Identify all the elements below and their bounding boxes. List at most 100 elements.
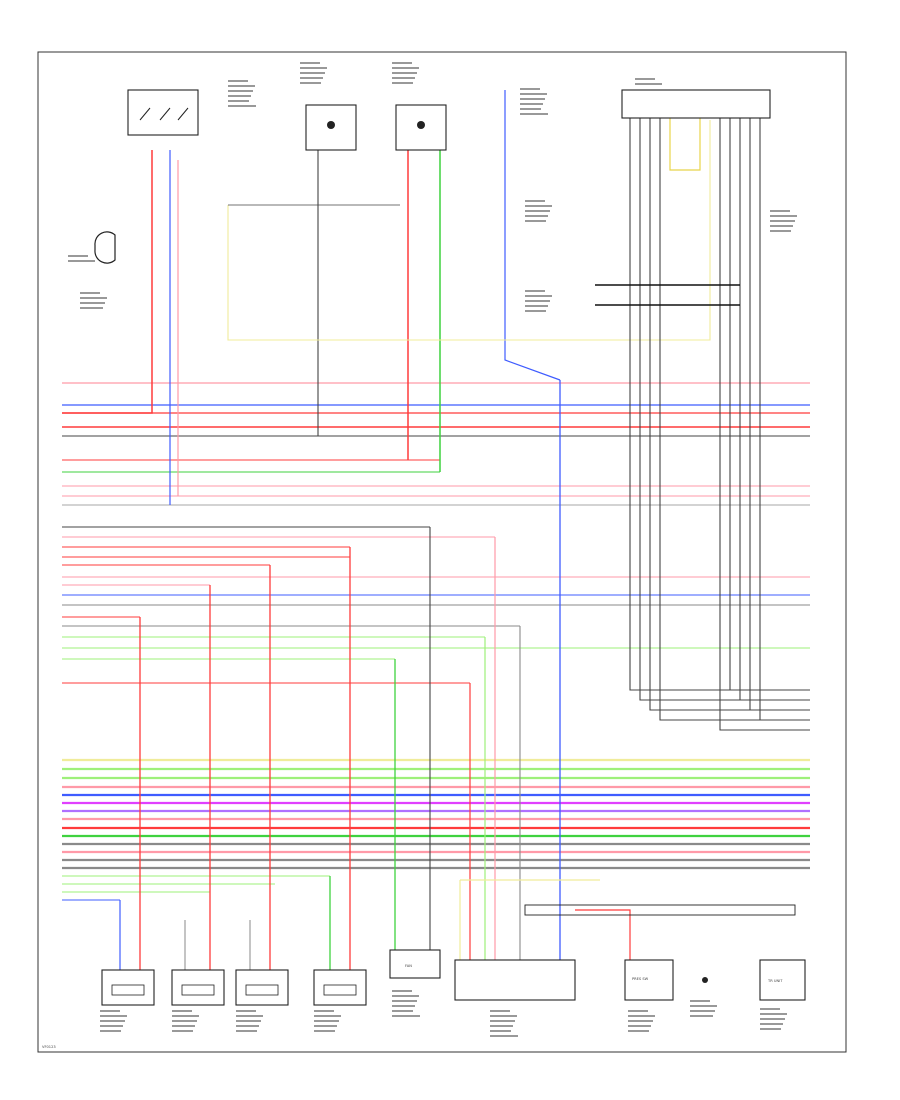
switch-note-block-2-line: [525, 290, 545, 292]
switch-note-block-2: [525, 290, 552, 312]
ground-note-block-line: [80, 302, 105, 304]
switch-note-block-1: [525, 200, 552, 222]
wire-relay-red: [575, 909, 631, 960]
wire-right-harness: [759, 115, 810, 721]
right-note-block-line: [770, 230, 791, 232]
ground-caption-block: [690, 1000, 717, 1017]
right-note-block-line: [770, 220, 795, 222]
unit-caption-block-line: [760, 1008, 780, 1010]
ignition-note-block-line: [228, 80, 248, 82]
sensor1-caption-block-line: [100, 1015, 127, 1017]
connector-block-box: [621, 89, 771, 119]
module-note-block-line: [520, 93, 547, 95]
relay-caption-block-line: [392, 995, 419, 997]
wires-group: [62, 90, 810, 970]
sensor1-caption-block-line: [100, 1025, 123, 1027]
wire-right-harness: [659, 115, 810, 721]
relay-caption-block-line: [392, 990, 412, 992]
sensor2-caption-block-line: [172, 1015, 199, 1017]
switch-contacts-icon: [139, 107, 189, 121]
sensor3-caption-block-line: [236, 1030, 257, 1032]
ground-point-icon: [702, 977, 708, 983]
switch-caption-block-line: [628, 1025, 651, 1027]
module-caption-block-line: [490, 1015, 517, 1017]
switch-note-block-1-line: [525, 205, 552, 207]
ground-note-block-line: [80, 297, 107, 299]
right-sensor-title-block-line: [300, 72, 325, 74]
left-sensor-title-block: [392, 62, 419, 84]
module-note-block-line: [520, 88, 540, 90]
labels-group: [68, 62, 797, 1037]
switch-caption-block: [628, 1010, 655, 1032]
right-note-block-line: [770, 210, 790, 212]
sensor4-caption-block-line: [314, 1025, 337, 1027]
sensor2-caption-block-line: [172, 1025, 195, 1027]
sensor1-caption-block: [100, 1010, 127, 1032]
left-sensor-title-block-line: [392, 72, 417, 74]
sensor4-caption-block-line: [314, 1020, 339, 1022]
unit-caption-block-line: [760, 1028, 781, 1030]
ignition-switch-box: [127, 89, 199, 136]
switch-caption-block-line: [628, 1015, 655, 1017]
footer-code: VF0123: [42, 1045, 56, 1049]
wire-yellow-loop: [227, 120, 711, 341]
sensor3-caption-block: [236, 1010, 263, 1032]
module-note-block: [520, 88, 548, 115]
tr-unit-box: [759, 959, 806, 1001]
horn-note-block-line: [68, 255, 88, 257]
module-note-block-line: [520, 108, 541, 110]
ground-caption-block-line: [690, 1010, 715, 1012]
wire-right-harness: [719, 115, 810, 731]
switch-note-block-1-line: [525, 215, 548, 217]
sensor1-caption-block-line: [100, 1030, 121, 1032]
wire-blue-upper: [504, 90, 561, 381]
relay-bus-frame: [524, 904, 796, 916]
module-caption-block-line: [490, 1020, 515, 1022]
module-caption-block-line: [490, 1010, 510, 1012]
sensor4-caption-block-line: [314, 1015, 341, 1017]
sensor4-caption-block-line: [314, 1010, 334, 1012]
left-sensor-title-block-line: [392, 62, 412, 64]
control-module-box: [454, 959, 576, 1001]
wheel-speed-sensor-lr-box: [313, 969, 367, 1006]
ignition-note-block-line: [228, 85, 255, 87]
wire-upper-red-1: [62, 150, 153, 414]
sensor-element-icon: [327, 121, 335, 129]
connector-title-block: [635, 78, 662, 85]
right-sensor-title-block-line: [300, 82, 321, 84]
switch-caption-block-line: [628, 1020, 653, 1022]
unit-caption-block: [760, 1008, 787, 1030]
sensor3-caption-block-line: [236, 1025, 259, 1027]
switch-note-block-2-line: [525, 305, 548, 307]
wheel-speed-sensor-rr-box: [235, 969, 289, 1006]
relay-caption-block-line: [392, 1005, 415, 1007]
switch-note-block-2-line: [525, 295, 552, 297]
sensor3-caption-block-line: [236, 1010, 256, 1012]
relay-caption-block-line: [392, 1015, 420, 1017]
ignition-note-block-line: [228, 95, 251, 97]
unit-caption-block-line: [760, 1018, 785, 1020]
right-sensor-title-block: [300, 62, 327, 84]
ignition-note-block: [228, 80, 256, 107]
ground-caption-block-line: [690, 1000, 710, 1002]
module-caption-block-line: [490, 1025, 513, 1027]
switch-caption-block-line: [628, 1010, 648, 1012]
relay-caption-block-line: [392, 1000, 417, 1002]
module-note-block-line: [520, 113, 548, 115]
unit-caption-block-line: [760, 1013, 787, 1015]
sensor1-caption-block-line: [100, 1010, 120, 1012]
sensor3-caption-block-line: [236, 1015, 263, 1017]
wheel-speed-sensor-lf-icon: [181, 984, 215, 996]
module-caption-block: [490, 1010, 518, 1037]
ground-caption-block-line: [690, 1015, 713, 1017]
connector-title-block-line: [635, 78, 655, 80]
sensor2-caption-block-line: [172, 1030, 193, 1032]
sensor4-caption-block: [314, 1010, 341, 1032]
ground-note-block-line: [80, 292, 100, 294]
right-note-block-line: [770, 215, 797, 217]
left-sensor-title-block-line: [392, 82, 413, 84]
switch-note-block-2-line: [525, 310, 546, 312]
sensor-element-icon: [417, 121, 425, 129]
pressure-switch-box: [624, 959, 674, 1001]
